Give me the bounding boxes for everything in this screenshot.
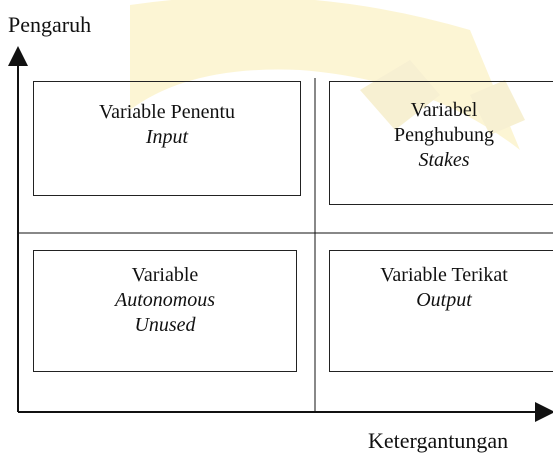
y-axis-label: Pengaruh xyxy=(8,12,92,37)
quadrant-title: Variable Penentu xyxy=(98,101,236,123)
quadrant-title-line2: Penghubung xyxy=(394,124,494,146)
quadrant-bottom-right: Variable Terikat Output xyxy=(329,250,553,372)
quadrant-top-right: Variabel Penghubung Stakes xyxy=(329,81,553,205)
x-axis-label: Ketergantungan xyxy=(368,428,509,453)
quadrant-bottom-left: Variable Autonomous Unused xyxy=(33,250,297,372)
quadrant-subtitle: Input xyxy=(145,126,189,148)
quadrant-subtitle-line2: Unused xyxy=(134,314,196,336)
quadrant-top-left: Variable Penentu Input xyxy=(33,81,301,196)
quadrant-subtitle: Output xyxy=(416,289,472,311)
quadrant-title: Variabel xyxy=(410,99,478,121)
quadrant-title: Variable xyxy=(131,264,199,286)
quadrant-subtitle: Autonomous xyxy=(115,289,215,311)
quadrant-title: Variable Terikat xyxy=(380,264,508,286)
quadrant-subtitle: Stakes xyxy=(418,149,470,171)
